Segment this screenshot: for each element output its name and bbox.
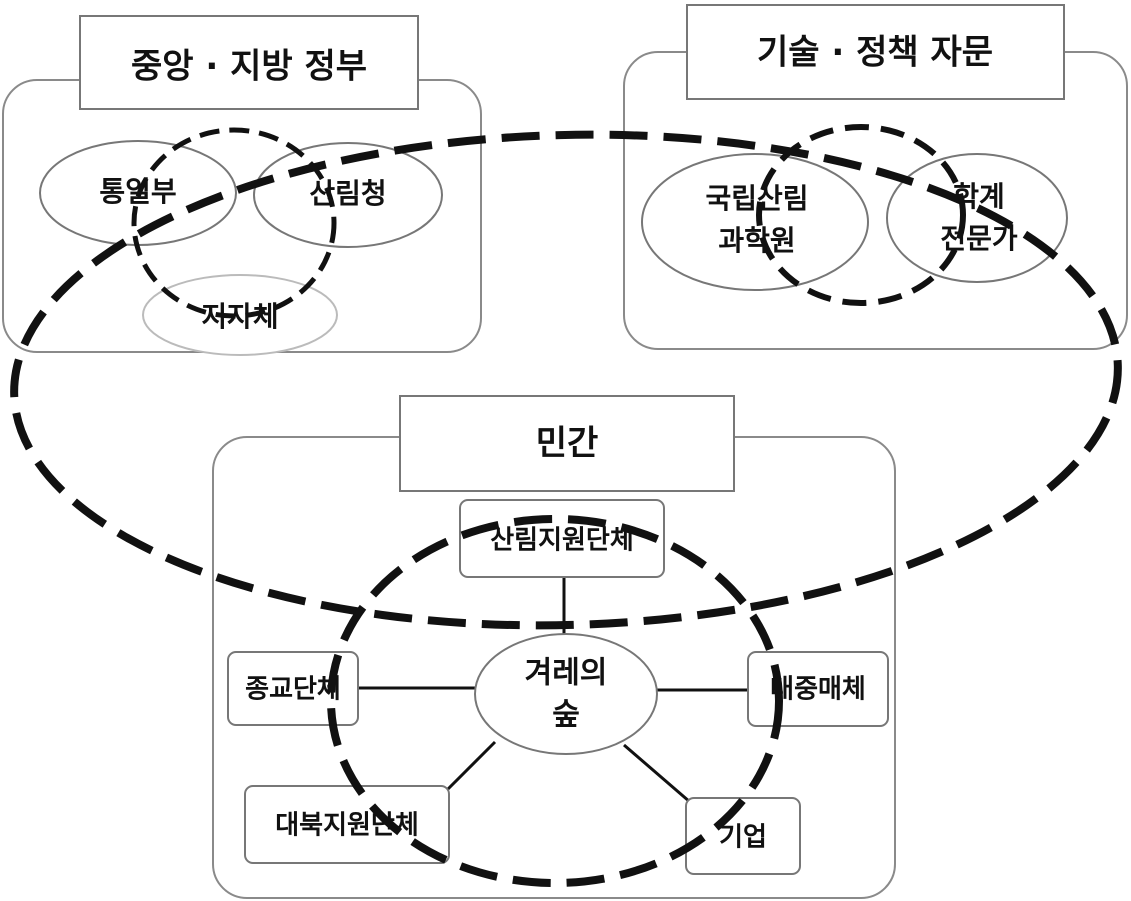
private-cooperation-dashed-circle <box>327 515 783 887</box>
local-government-ellipse <box>142 274 338 356</box>
forest-support-org-label: 산림지원단체 <box>490 526 634 556</box>
mass-media-box <box>747 651 889 727</box>
center-org-ellipse <box>474 633 658 755</box>
government-title: 중앙 · 지방 정부 <box>131 47 367 87</box>
forest-service-label: 산림청 <box>309 177 386 210</box>
advisory-cooperation-dashed-circle <box>756 124 966 306</box>
company-label: 기업 <box>719 823 767 853</box>
connector-nk-aid <box>443 740 497 794</box>
religious-org-label: 종교단체 <box>245 675 341 705</box>
nk-aid-org-box <box>244 785 450 864</box>
academic-experts-ellipse <box>886 153 1068 283</box>
religious-org-box <box>227 651 359 726</box>
private-title-box <box>399 395 735 492</box>
private-title: 민간 <box>536 424 599 464</box>
government-title-box <box>79 15 419 110</box>
connector-company <box>623 743 691 804</box>
overall-cooperation-dashed-ellipse <box>10 130 1122 630</box>
advisory-title: 기술 · 정책 자문 <box>757 33 993 73</box>
mass-media-label: 대중매체 <box>770 675 866 705</box>
company-box <box>685 797 801 875</box>
government-cooperation-dashed-circle <box>131 127 337 319</box>
advisory-title-box <box>686 4 1065 100</box>
forest-support-org-box <box>459 499 665 578</box>
forest-science-institute-line2: 과학원 <box>718 224 795 257</box>
forest-science-institute-ellipse <box>641 153 869 291</box>
center-org-line1: 겨레의 <box>525 656 608 691</box>
center-org-line2: 숲 <box>552 698 580 733</box>
local-government-label: 지자체 <box>201 300 278 333</box>
